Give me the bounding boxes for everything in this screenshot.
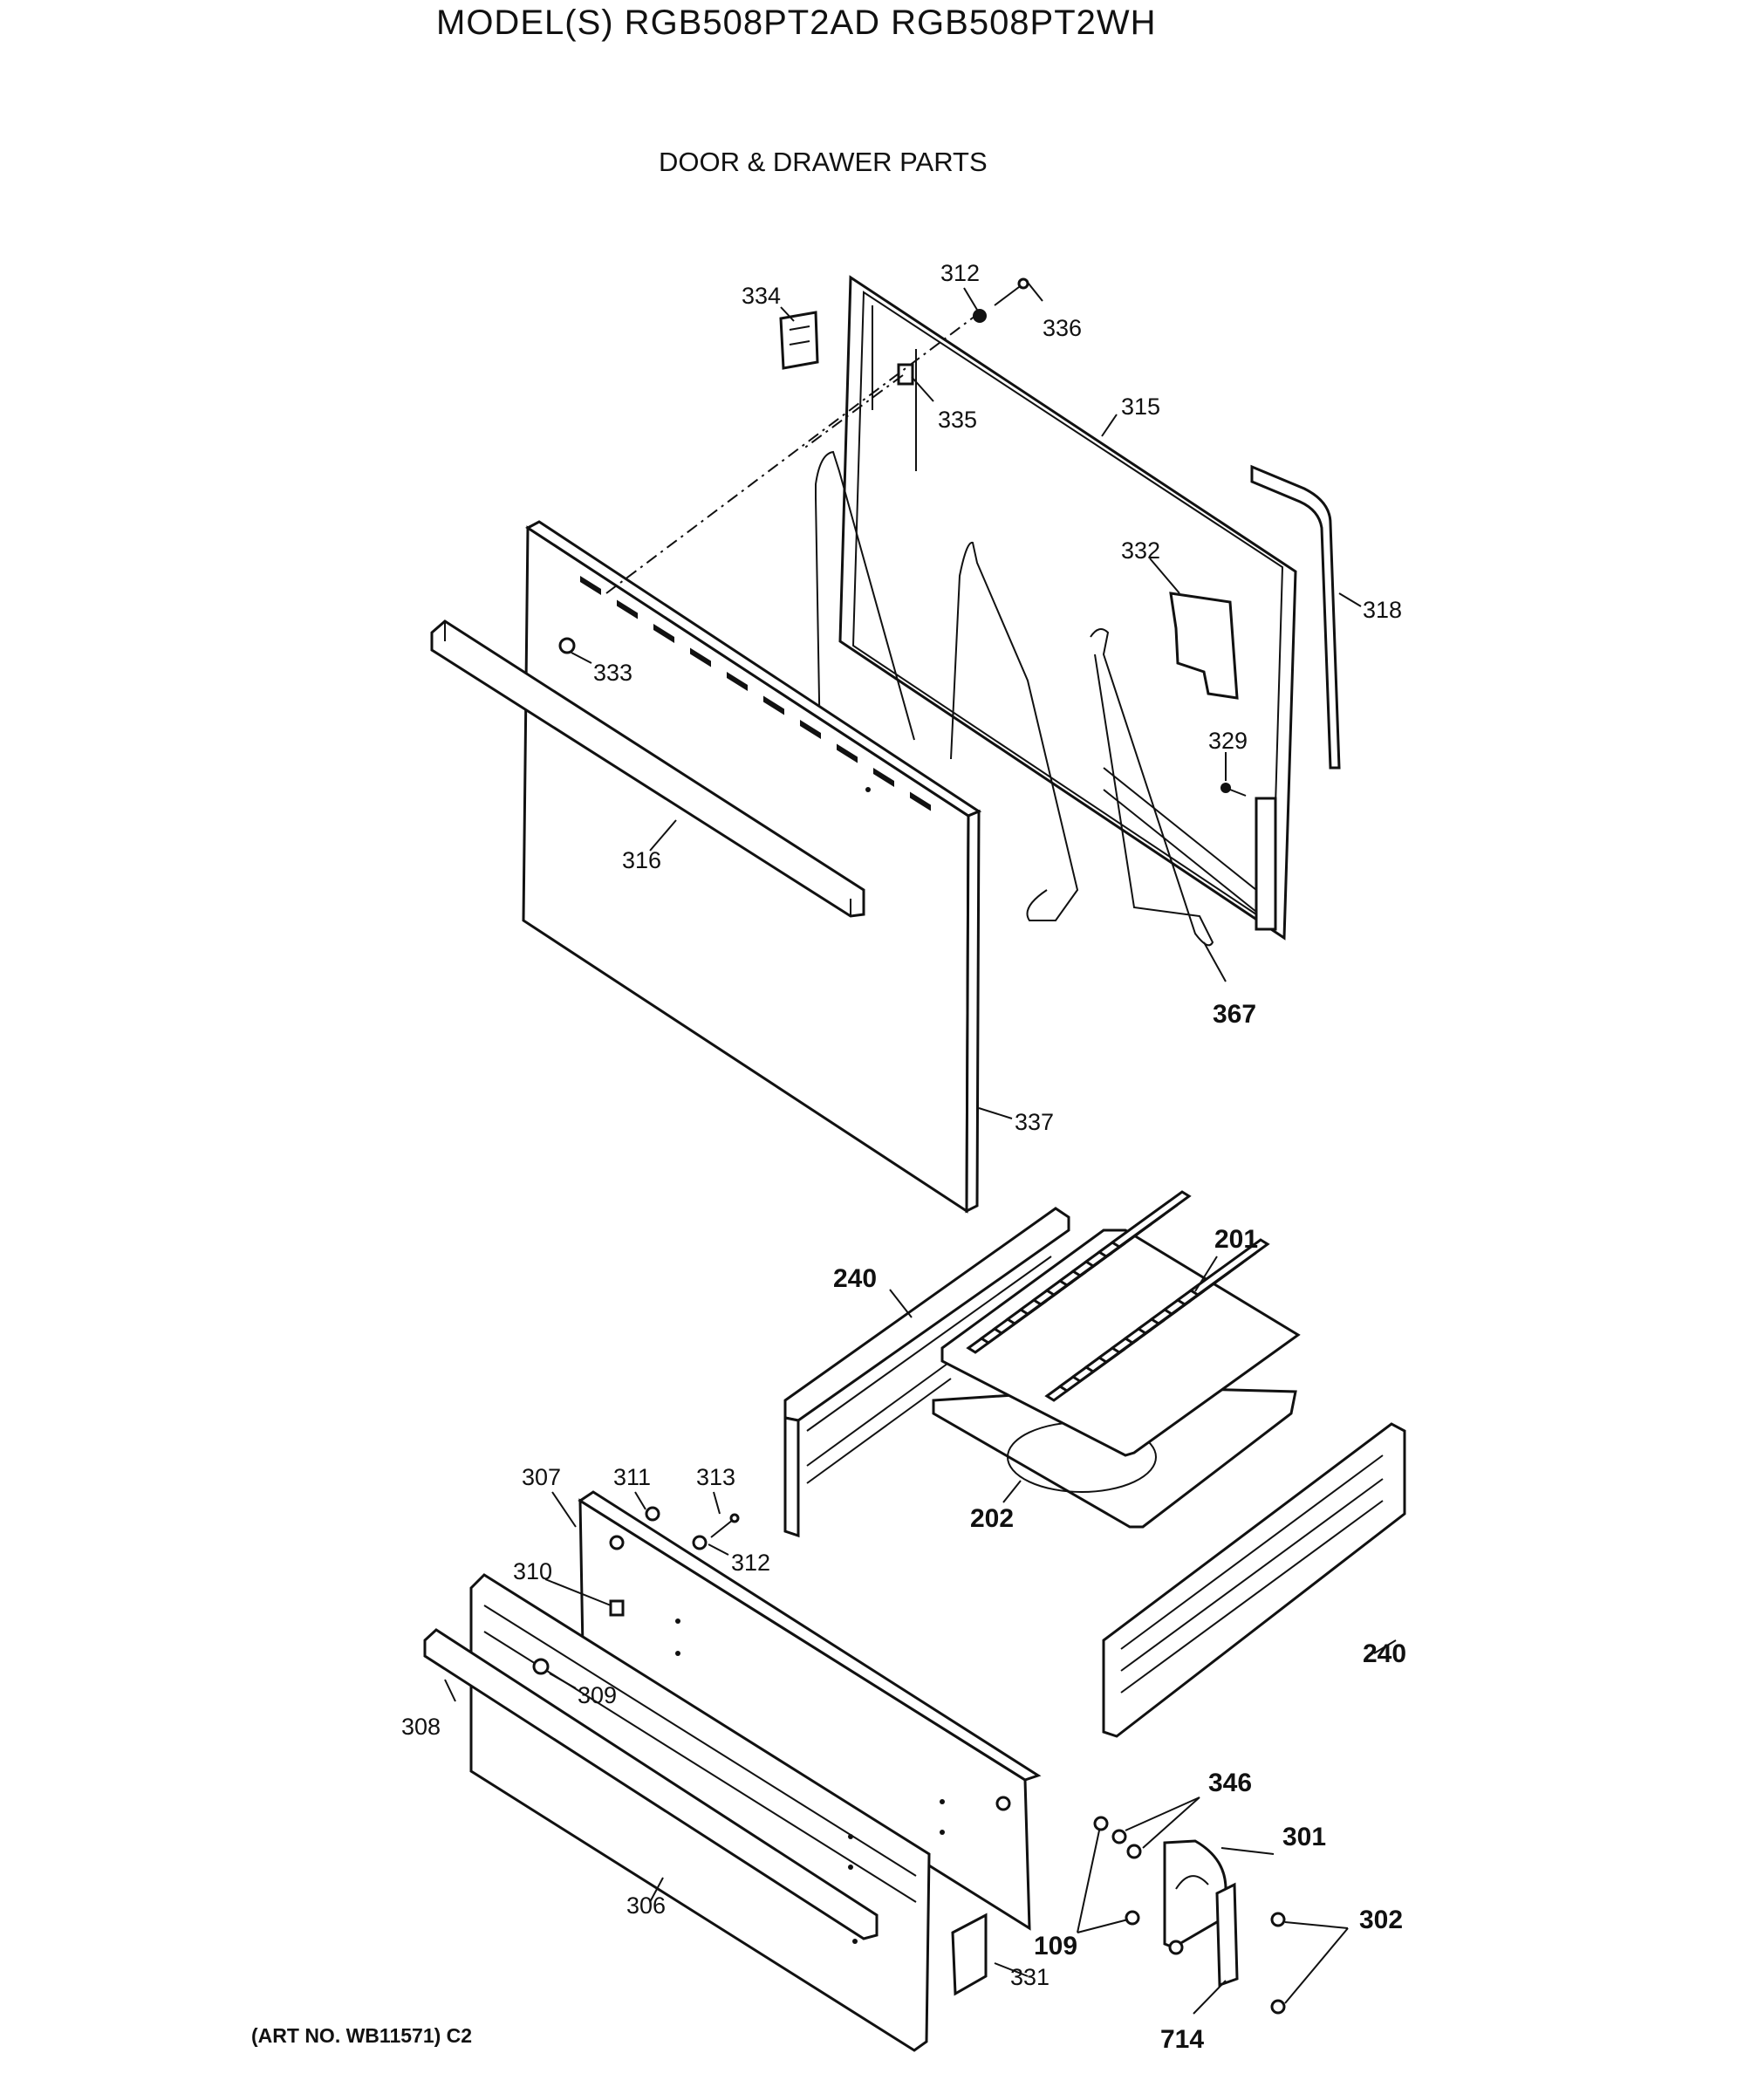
door-clip: [779, 311, 819, 370]
label-109: 109: [1034, 1932, 1077, 1961]
insulation-block: [1169, 592, 1239, 700]
door-handle: [430, 619, 865, 918]
drawer-screw: [710, 1519, 734, 1538]
label-240-lower: 240: [1363, 1639, 1406, 1668]
hinge-screw-upper: [1270, 1912, 1286, 1927]
label-335: 335: [938, 407, 977, 433]
washer-346-a: [1111, 1829, 1127, 1844]
label-308: 308: [401, 1714, 441, 1740]
door-vent-slot: [837, 743, 858, 763]
drawer-stud: [609, 1599, 625, 1617]
callout-labels: 312 334 336 335 315 332 318 329 333 316 …: [401, 260, 1406, 2054]
broiler-grid: [940, 1190, 1301, 1457]
label-307: 307: [522, 1464, 561, 1490]
label-334: 334: [742, 283, 781, 309]
outer-door: [522, 520, 982, 1214]
handle-screw: [558, 637, 576, 654]
drawer-liner: [578, 1490, 1042, 1931]
door-screw: [994, 284, 1023, 306]
label-310: 310: [513, 1558, 552, 1584]
door-vent-slot: [910, 791, 931, 811]
wire-spring-right: [1090, 628, 1214, 947]
label-333: 333: [593, 660, 632, 686]
label-202: 202: [970, 1504, 1014, 1533]
label-306: 306: [626, 1892, 666, 1919]
door-gasket: [1250, 464, 1341, 770]
label-332: 332: [1121, 537, 1160, 564]
section-title: DOOR & DRAWER PARTS: [659, 147, 988, 177]
label-302: 302: [1359, 1906, 1403, 1934]
label-309: 309: [578, 1682, 617, 1708]
door-vent-slot: [653, 624, 674, 643]
label-312-upper: 312: [940, 260, 980, 286]
label-337: 337: [1015, 1109, 1054, 1135]
drawer-grommet: [692, 1535, 708, 1550]
grid-slot: [1188, 1238, 1270, 1297]
door-vent-slot: [617, 599, 638, 619]
drawer-side-rail-lower: [1102, 1422, 1406, 1738]
label-311: 311: [613, 1464, 651, 1490]
door-stud: [897, 363, 914, 386]
label-301: 301: [1282, 1823, 1326, 1851]
label-367: 367: [1213, 1000, 1256, 1029]
label-201: 201: [1214, 1225, 1258, 1254]
washer-109-top: [1093, 1816, 1109, 1831]
door-vent-slot: [690, 647, 711, 667]
drawer-side-rail-upper: [783, 1207, 1070, 1538]
door-vent-slot: [763, 695, 784, 715]
label-316: 316: [622, 847, 661, 873]
door-screw-small: [1220, 783, 1231, 793]
washer-346-b: [1126, 1844, 1142, 1859]
inner-door-panel: [838, 275, 1297, 941]
grommet: [973, 309, 987, 323]
drawer-bracket: [951, 1913, 988, 1996]
label-313: 313: [696, 1464, 735, 1490]
label-312-lower: 312: [731, 1550, 770, 1576]
label-346: 346: [1208, 1769, 1252, 1797]
hinge-assembly: [1163, 1839, 1239, 1988]
door-vent-slot: [580, 576, 601, 595]
label-336: 336: [1043, 315, 1082, 341]
door-vent-slot: [873, 768, 894, 787]
label-318: 318: [1363, 597, 1402, 623]
model-title: MODEL(S) RGB508PT2AD RGB508PT2WH: [436, 3, 1157, 42]
hinge-screw-lower: [1270, 1999, 1286, 2015]
wire-spring-middle: [950, 542, 1079, 921]
washer-109-bottom: [1125, 1910, 1140, 1926]
drawer-handle: [423, 1628, 879, 1940]
label-331: 331: [1010, 1964, 1050, 1990]
label-240-upper: 240: [833, 1264, 877, 1293]
grid-slot: [1110, 1190, 1192, 1249]
label-714: 714: [1160, 2025, 1204, 2054]
label-329: 329: [1208, 728, 1248, 754]
drawer-nut: [645, 1506, 660, 1522]
door-vent-slot: [727, 672, 748, 691]
art-number: (ART NO. WB11571) C2: [251, 2024, 473, 2047]
door-vent-slot: [800, 720, 821, 739]
wire-spring-left: [815, 450, 915, 751]
callout-leaders: [444, 278, 1397, 2015]
label-315: 315: [1121, 393, 1160, 420]
